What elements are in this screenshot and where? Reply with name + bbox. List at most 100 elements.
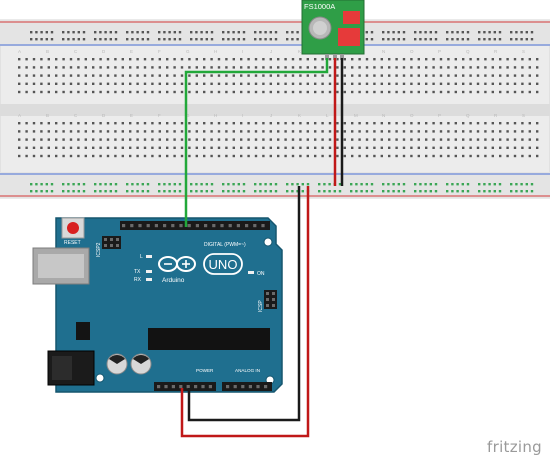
breadboard-hole bbox=[351, 90, 354, 94]
breadboard-hole bbox=[262, 82, 265, 85]
breadboard-hole bbox=[18, 74, 21, 77]
breadboard-hole bbox=[469, 122, 472, 125]
led-l bbox=[146, 255, 152, 258]
breadboard-column-letter: E bbox=[130, 113, 133, 118]
breadboard-hole bbox=[217, 58, 221, 61]
breadboard-hole bbox=[269, 66, 272, 69]
breadboard-hole bbox=[284, 66, 287, 69]
breadboard-column-letter: O bbox=[410, 49, 414, 54]
breadboard-hole bbox=[286, 190, 289, 193]
header-pin bbox=[138, 224, 142, 228]
breadboard-hole bbox=[451, 190, 454, 193]
breadboard-hole bbox=[222, 190, 225, 193]
breadboard-hole bbox=[432, 122, 435, 125]
breadboard-hole bbox=[528, 146, 531, 149]
breadboard-hole bbox=[395, 138, 398, 141]
breadboard-hole bbox=[387, 38, 390, 41]
breadboard-hole bbox=[77, 90, 80, 94]
breadboard-hole bbox=[129, 146, 132, 149]
breadboard-hole bbox=[99, 74, 102, 77]
breadboard-hole bbox=[439, 122, 443, 125]
digital-header bbox=[120, 221, 270, 230]
breadboard-hole bbox=[205, 31, 208, 34]
breadboard-hole bbox=[247, 138, 250, 141]
module-pin bbox=[333, 54, 337, 60]
breadboard-hole bbox=[358, 82, 361, 85]
breadboard-hole bbox=[506, 90, 509, 94]
breadboard-hole bbox=[493, 190, 496, 193]
breadboard-hole bbox=[429, 190, 432, 193]
breadboard-hole bbox=[205, 38, 208, 41]
breadboard-hole bbox=[306, 138, 309, 141]
breadboard-hole bbox=[521, 82, 524, 85]
wires bbox=[180, 58, 344, 438]
breadboard-hole bbox=[240, 122, 243, 125]
breadboard-hole bbox=[321, 66, 324, 69]
breadboard-hole bbox=[99, 130, 102, 133]
breadboard-hole bbox=[232, 90, 235, 94]
breadboard-hole bbox=[114, 138, 117, 141]
breadboard-hole bbox=[351, 130, 354, 133]
breadboard-hole bbox=[269, 38, 272, 41]
breadboard-hole bbox=[210, 190, 214, 193]
breadboard-hole bbox=[439, 82, 443, 85]
digital-header-pins bbox=[122, 224, 265, 228]
breadboard-hole bbox=[121, 82, 124, 85]
breadboard-hole bbox=[388, 146, 391, 149]
breadboard-hole bbox=[99, 154, 102, 158]
breadboard-hole bbox=[392, 31, 395, 34]
breadboard-hole bbox=[55, 154, 58, 158]
breadboard-hole bbox=[365, 31, 368, 34]
breadboard-hole bbox=[195, 146, 198, 149]
breadboard-hole bbox=[284, 130, 287, 133]
breadboard-hole bbox=[446, 183, 449, 186]
breadboard-hole bbox=[506, 130, 509, 133]
breadboard-hole bbox=[351, 58, 354, 61]
breadboard-hole bbox=[32, 82, 36, 85]
breadboard-hole bbox=[131, 38, 134, 41]
breadboard-hole bbox=[286, 38, 289, 41]
breadboard-hole bbox=[99, 183, 102, 186]
breadboard-hole bbox=[321, 74, 324, 77]
breadboard-hole bbox=[210, 82, 213, 85]
breadboard-hole bbox=[106, 74, 110, 77]
breadboard-hole bbox=[299, 74, 302, 77]
breadboard-hole bbox=[69, 122, 73, 125]
breadboard-hole bbox=[47, 74, 50, 77]
breadboard-hole bbox=[528, 90, 531, 94]
breadboard-hole bbox=[410, 122, 413, 125]
breadboard-hole bbox=[392, 38, 395, 41]
header-pin bbox=[195, 224, 199, 228]
breadboard-hole bbox=[274, 38, 278, 41]
led-rx bbox=[146, 278, 152, 281]
power-header bbox=[154, 382, 216, 391]
breadboard-hole bbox=[47, 122, 50, 125]
breadboard-hole bbox=[158, 66, 161, 69]
breadboard-hole bbox=[387, 183, 390, 186]
breadboard-column-letter: P bbox=[438, 49, 441, 54]
breadboard-hole bbox=[318, 183, 321, 186]
breadboard-hole bbox=[227, 183, 230, 186]
breadboard-hole bbox=[299, 58, 302, 61]
breadboard-hole bbox=[232, 74, 235, 77]
breadboard-hole bbox=[158, 183, 161, 186]
breadboard-hole bbox=[402, 90, 406, 94]
breadboard-hole bbox=[143, 154, 147, 158]
header-pin bbox=[241, 385, 245, 389]
breadboard-hole bbox=[419, 31, 422, 34]
breadboard-hole bbox=[114, 154, 117, 158]
breadboard-hole bbox=[131, 183, 134, 186]
header-pin bbox=[272, 292, 275, 295]
breadboard-hole bbox=[528, 138, 531, 141]
breadboard-hole bbox=[188, 90, 191, 94]
breadboard-column-letter: Q bbox=[466, 49, 470, 54]
breadboard-hole bbox=[129, 154, 132, 158]
breadboard-hole bbox=[109, 38, 112, 41]
breadboard-hole bbox=[425, 138, 428, 141]
breadboard-hole bbox=[521, 90, 524, 94]
breadboard-hole bbox=[370, 183, 374, 186]
breadboard-hole bbox=[306, 74, 309, 77]
breadboard-hole bbox=[114, 90, 117, 94]
breadboard-hole bbox=[99, 82, 102, 85]
breadboard-hole bbox=[114, 146, 117, 149]
